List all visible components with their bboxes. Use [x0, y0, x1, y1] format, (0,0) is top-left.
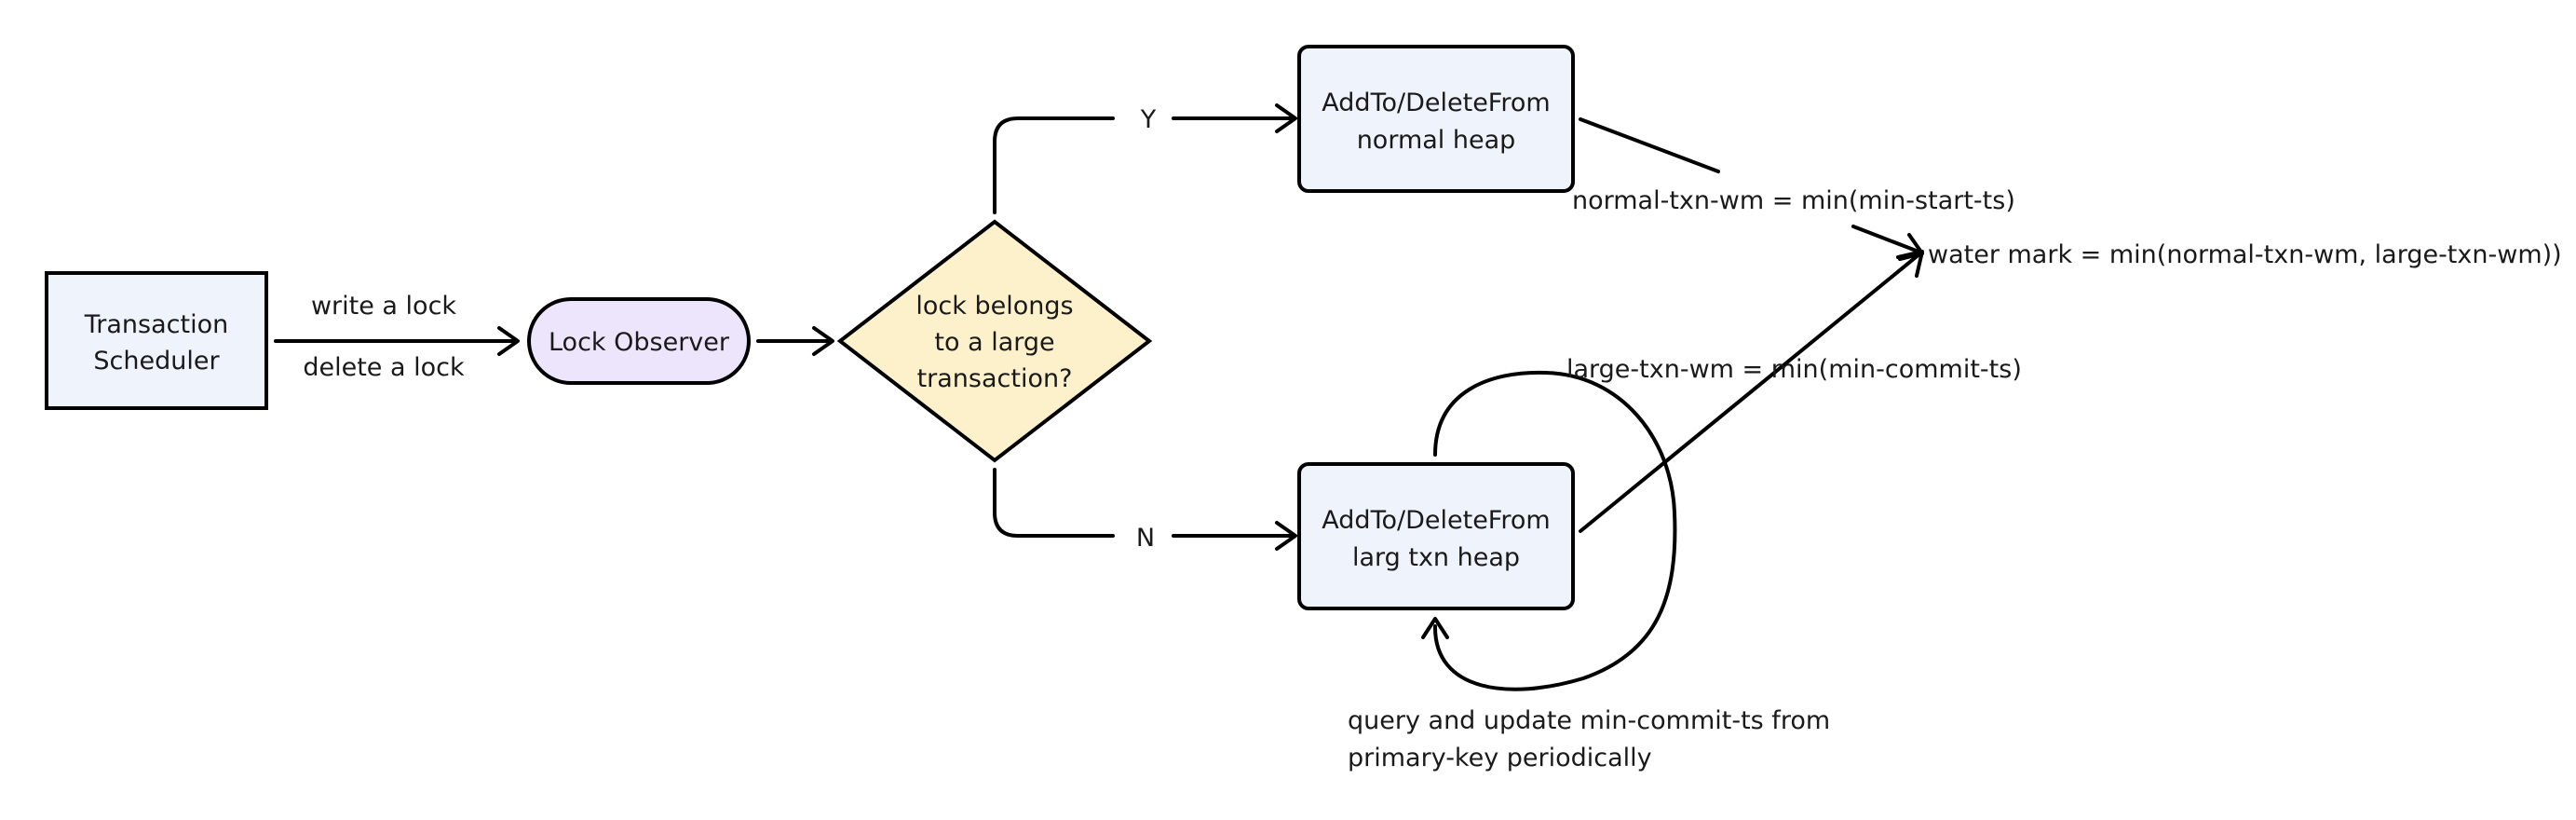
arrow-head-observer — [497, 326, 520, 356]
scheduler-label-line1: Transaction — [84, 310, 228, 339]
edge-normal-heap-to-wm-b — [1851, 225, 1920, 253]
node-normal-heap: AddTo/DeleteFrom normal heap — [1297, 45, 1575, 193]
edge-label-delete-lock: delete a lock — [303, 353, 465, 382]
note-water-mark: water mark = min(normal-txn-wm, large-tx… — [1928, 240, 2562, 269]
arrow-head-decision — [812, 326, 834, 356]
arrow-head-water-mark-2 — [1896, 250, 1924, 278]
normal-heap-label-line2: normal heap — [1357, 126, 1516, 155]
observer-label: Lock Observer — [549, 328, 730, 357]
note-periodic-line2: primary-key periodically — [1348, 744, 1652, 772]
edge-decision-yes — [993, 116, 1115, 214]
node-decision: lock belongs to a large transaction? — [836, 219, 1153, 463]
edge-label-no: N — [1136, 524, 1155, 553]
arrow-head-loop — [1421, 617, 1449, 639]
node-large-heap: AddTo/DeleteFrom larg txn heap — [1297, 462, 1575, 610]
decision-label-line3: transaction? — [917, 364, 1073, 393]
node-transaction-scheduler: Transaction Scheduler — [45, 271, 268, 410]
arrow-head-large-heap — [1275, 521, 1297, 551]
edge-label-write-lock: write a lock — [311, 292, 456, 321]
edge-periodic-loop — [1432, 370, 1677, 691]
edge-decision-no — [993, 468, 1115, 538]
edge-label-yes: Y — [1140, 105, 1157, 134]
normal-heap-label-line1: AddTo/DeleteFrom — [1322, 89, 1550, 117]
decision-label-line2: to a large — [934, 328, 1054, 357]
note-large-watermark: large-txn-wm = min(min-commit-ts) — [1566, 355, 2022, 384]
edge-large-heap-to-wm — [1579, 252, 1922, 533]
note-periodic-line1: query and update min-commit-ts from — [1348, 706, 1830, 735]
note-normal-watermark: normal-txn-wm = min(min-start-ts) — [1572, 186, 2015, 215]
scheduler-label-line2: Scheduler — [93, 347, 220, 376]
arrow-head-normal-heap — [1275, 103, 1297, 133]
edge-normal-heap-to-wm-a — [1579, 117, 1720, 173]
decision-label-line1: lock belongs — [915, 292, 1073, 321]
large-heap-label-line2: larg txn heap — [1352, 543, 1520, 572]
node-lock-observer: Lock Observer — [527, 297, 751, 385]
large-heap-label-line1: AddTo/DeleteFrom — [1322, 506, 1550, 535]
